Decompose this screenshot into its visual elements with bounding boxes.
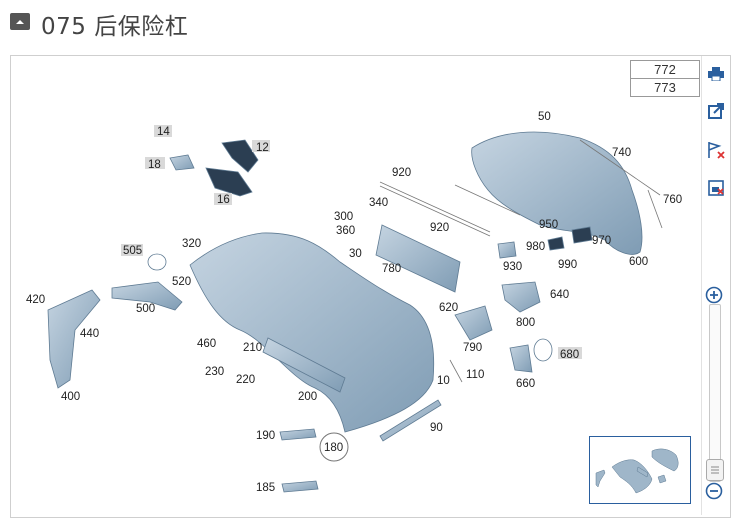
ring-680[interactable] (533, 338, 553, 362)
clear-selection-icon (708, 180, 724, 196)
callout-680[interactable]: 680 (560, 349, 579, 361)
callout-505[interactable]: 505 (123, 245, 142, 257)
callout-14[interactable]: 14 (157, 126, 170, 138)
callout-620[interactable]: 620 (439, 302, 458, 314)
callout-760[interactable]: 760 (663, 194, 682, 206)
bracket-780[interactable] (375, 224, 461, 293)
callout-970[interactable]: 970 (592, 235, 611, 247)
page-title: 075 后保险杠 (41, 14, 189, 40)
callout-50[interactable]: 50 (538, 111, 551, 123)
callout-460[interactable]: 460 (197, 338, 216, 350)
exhaust-620[interactable] (454, 305, 493, 341)
cover-16[interactable] (205, 167, 253, 197)
part-18[interactable] (169, 154, 195, 171)
minus-square-icon (16, 19, 24, 24)
grip-icon (711, 466, 719, 474)
callout-190[interactable]: 190 (256, 430, 275, 442)
callout-12[interactable]: 12 (256, 142, 269, 154)
clear-selection-button[interactable] (706, 178, 726, 198)
callout-180-circle[interactable] (319, 432, 349, 462)
part-660[interactable] (509, 344, 533, 373)
diagram-toolbar (701, 56, 729, 515)
cover-12[interactable] (221, 139, 259, 173)
zoom-slider-track[interactable] (709, 304, 721, 482)
callout-780[interactable]: 780 (382, 263, 401, 275)
callout-500[interactable]: 500 (136, 303, 155, 315)
callout-400[interactable]: 400 (61, 391, 80, 403)
print-button[interactable] (706, 64, 726, 84)
part-980[interactable] (547, 236, 565, 251)
callout-18[interactable]: 18 (148, 159, 161, 171)
rear-diffuser[interactable] (471, 131, 643, 255)
callout-320[interactable]: 320 (182, 238, 201, 250)
callout-920b[interactable]: 920 (430, 222, 449, 234)
zoom-in-icon[interactable] (705, 286, 723, 304)
callout-30[interactable]: 30 (349, 248, 362, 260)
section-header: 075 后保险杠 (0, 0, 743, 46)
callout-740[interactable]: 740 (612, 147, 631, 159)
flag-remove-icon (708, 142, 725, 159)
reference-box-772[interactable]: 772 (630, 60, 700, 79)
bracket-500[interactable] (111, 281, 183, 311)
bracket-400[interactable] (47, 289, 101, 389)
callout-340[interactable]: 340 (369, 197, 388, 209)
callout-790[interactable]: 790 (463, 342, 482, 354)
ring-505[interactable] (147, 253, 167, 271)
callout-180[interactable]: 180 (324, 442, 343, 454)
external-link-icon (708, 103, 724, 119)
callout-210[interactable]: 210 (243, 342, 262, 354)
callout-90[interactable]: 90 (430, 422, 443, 434)
callout-360[interactable]: 360 (336, 225, 355, 237)
callout-930[interactable]: 930 (503, 261, 522, 273)
export-button[interactable] (706, 101, 726, 121)
collapse-button[interactable] (10, 13, 30, 30)
callout-300[interactable]: 300 (334, 211, 353, 223)
callout-950[interactable]: 950 (539, 219, 558, 231)
callout-230[interactable]: 230 (205, 366, 224, 378)
callout-990[interactable]: 990 (558, 259, 577, 271)
printer-icon (708, 67, 724, 81)
parts-diagram[interactable]: 14 12 18 16 920 920 950 50 740 760 970 9… (11, 56, 701, 515)
callout-420[interactable]: 420 (26, 294, 45, 306)
flag-remove-button[interactable] (706, 140, 726, 160)
part-970[interactable] (571, 226, 593, 244)
callout-200[interactable]: 200 (298, 391, 317, 403)
callout-600[interactable]: 600 (629, 256, 648, 268)
strip-185[interactable] (281, 480, 319, 493)
part-640[interactable] (501, 281, 541, 313)
molding-90[interactable] (379, 399, 442, 442)
callout-110[interactable]: 110 (466, 369, 484, 381)
callout-185[interactable]: 185 (256, 482, 275, 494)
part-930[interactable] (497, 241, 517, 259)
callout-800[interactable]: 800 (516, 317, 535, 329)
reinforcement-200[interactable] (262, 337, 346, 393)
callout-10[interactable]: 10 (437, 375, 450, 387)
callout-660[interactable]: 660 (516, 378, 535, 390)
callout-520[interactable]: 520 (172, 276, 191, 288)
callout-920a[interactable]: 920 (392, 167, 411, 179)
reference-box-773[interactable]: 773 (630, 78, 700, 97)
bumper-cover[interactable] (189, 232, 435, 433)
zoom-out-icon[interactable] (705, 482, 723, 500)
callout-16[interactable]: 16 (217, 194, 230, 206)
navigator-preview (595, 448, 679, 494)
diagram-navigator[interactable] (589, 436, 691, 504)
strip-190[interactable] (279, 428, 317, 441)
callout-980[interactable]: 980 (526, 241, 545, 253)
callout-440[interactable]: 440 (80, 328, 99, 340)
callout-220[interactable]: 220 (236, 374, 255, 386)
zoom-slider-thumb[interactable] (706, 459, 724, 481)
callout-640[interactable]: 640 (550, 289, 569, 301)
